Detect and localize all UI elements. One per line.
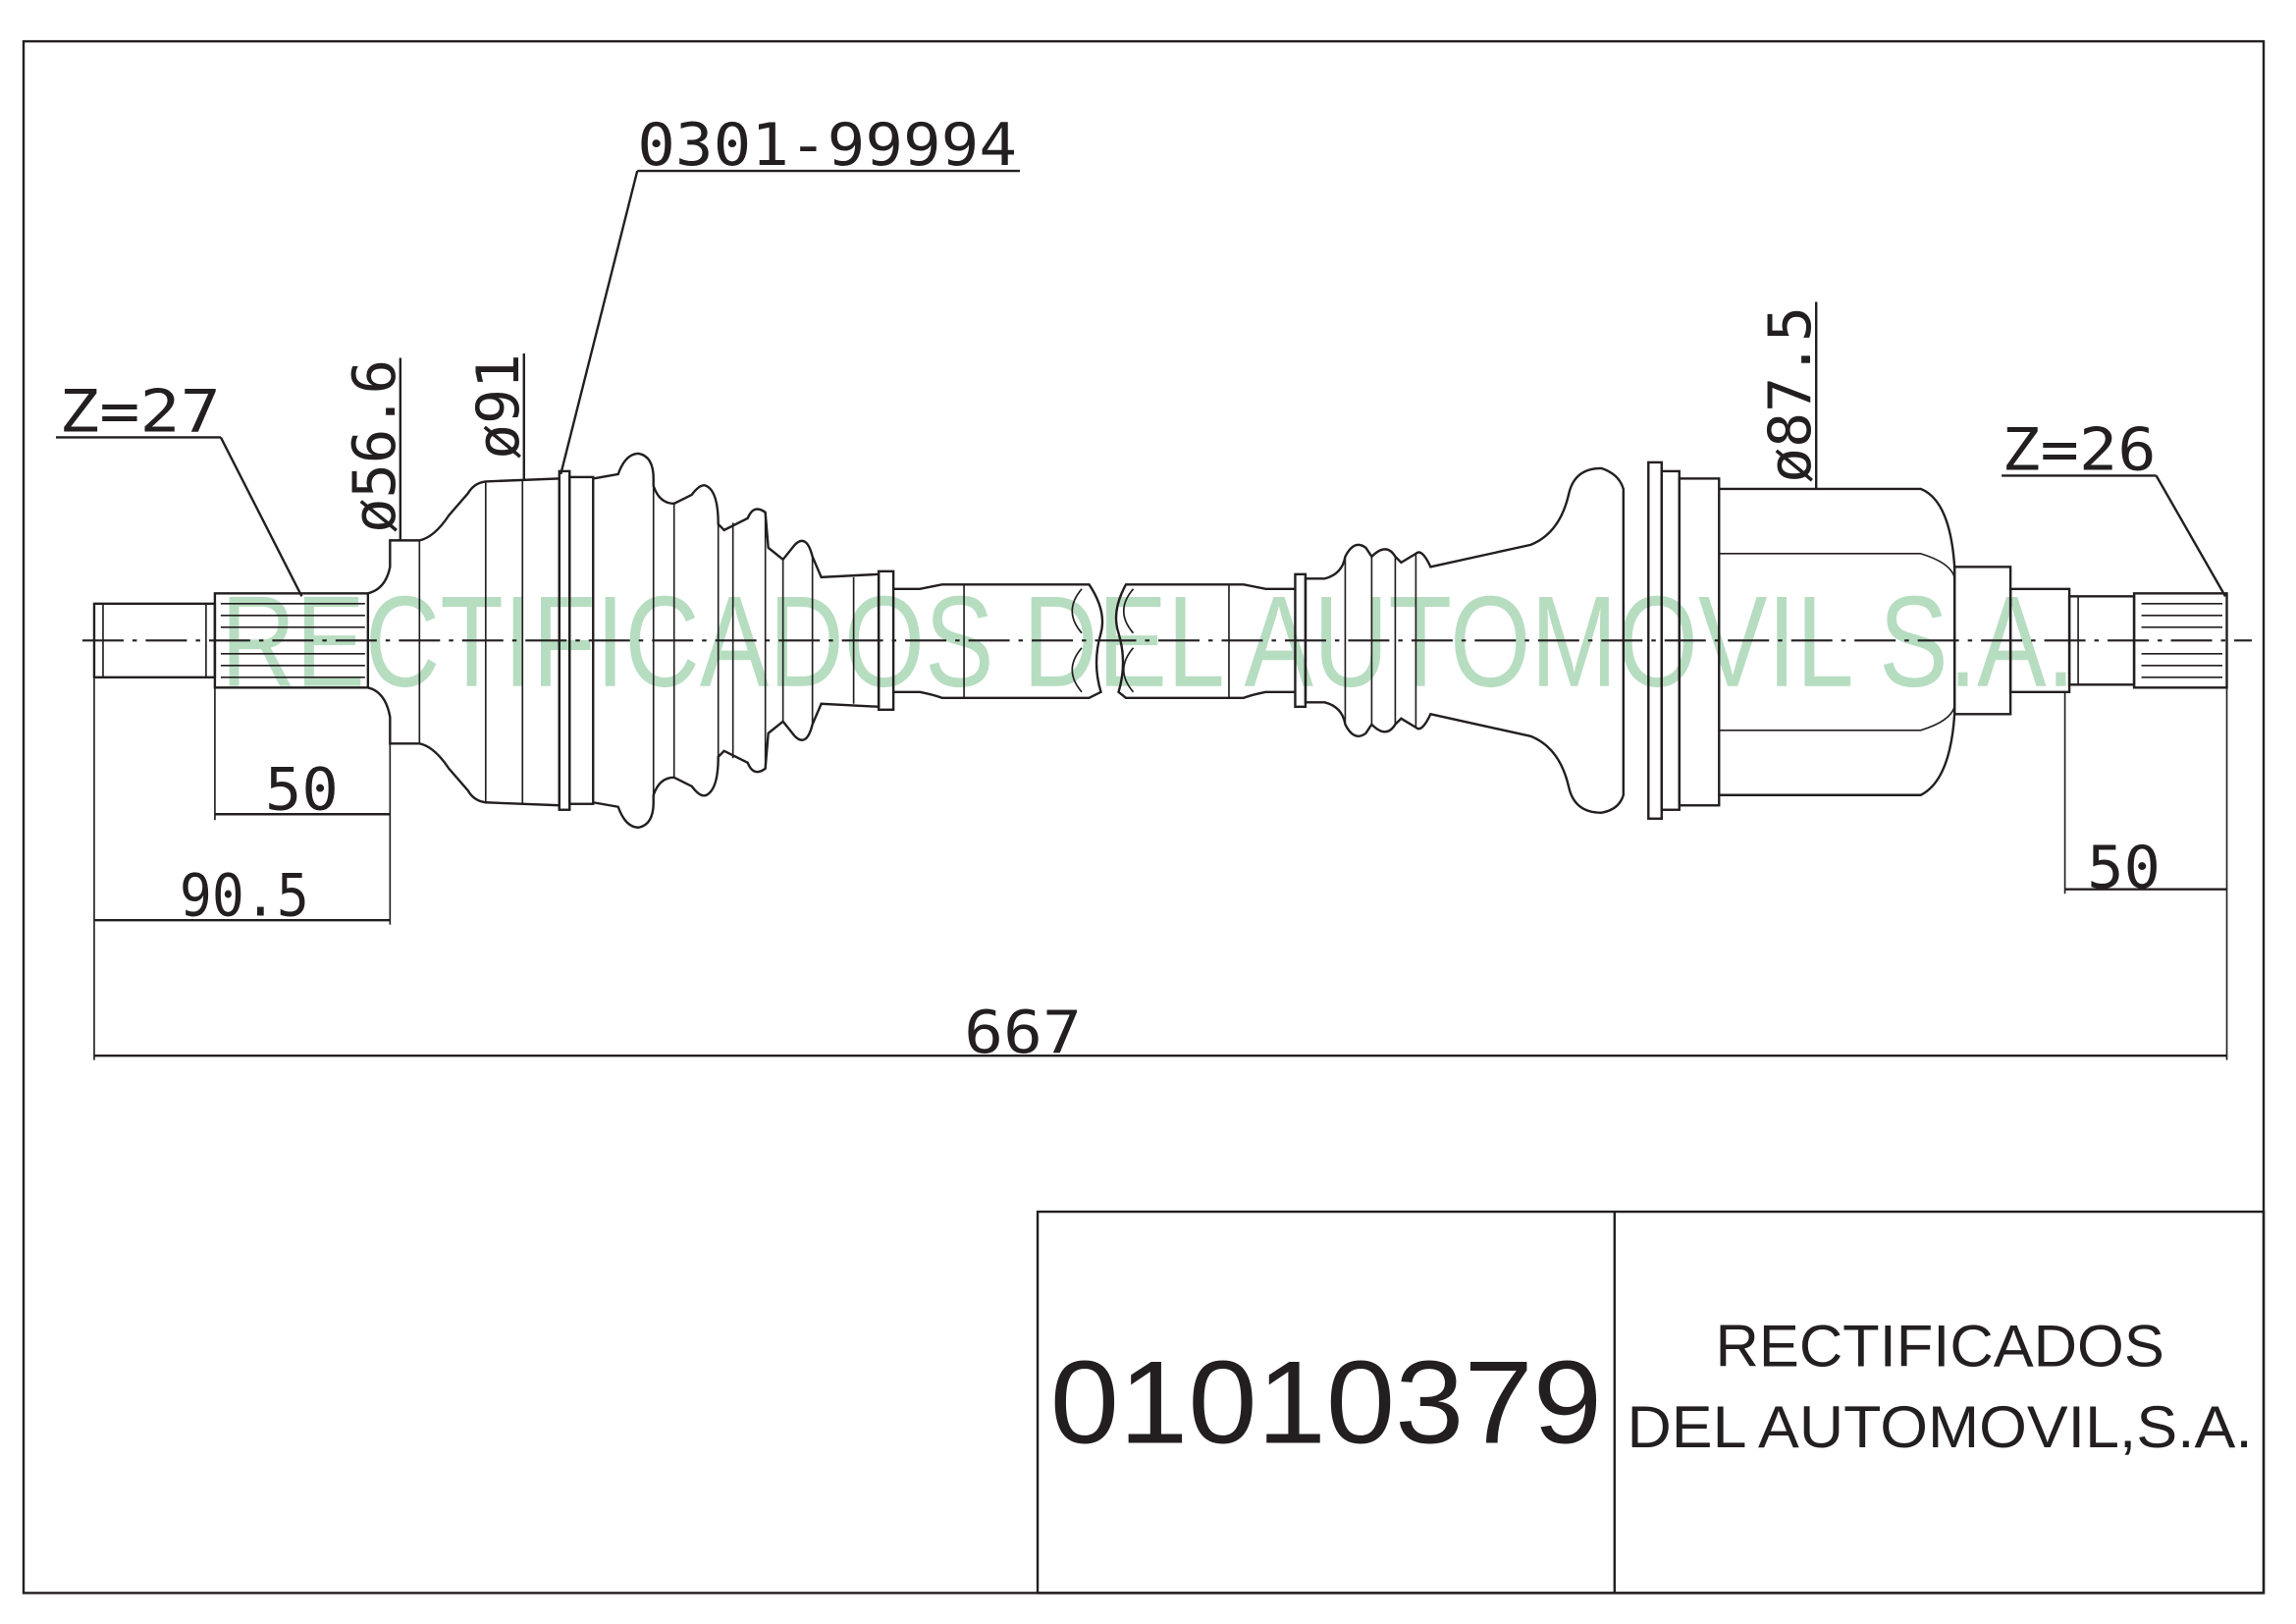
company-name-line2: DEL AUTOMOVIL,S.A. <box>1628 1394 2253 1460</box>
left-stub-length-label: 90.5 <box>180 862 309 931</box>
annotations: 0301-99994 Z=27 Z=26 ø56.6 ø91 ø87.5 50 … <box>55 111 2228 1067</box>
title-block: 01010379 RECTIFICADOS DEL AUTOMOVIL,S.A. <box>1036 1210 2266 1595</box>
right-spline-length-label: 50 <box>2087 834 2161 902</box>
diameter-87-5-label: ø87.5 <box>1756 306 1825 483</box>
overall-length-label: 667 <box>964 999 1082 1067</box>
left-teeth-label: Z=27 <box>59 377 221 446</box>
diameter-56-6-label: ø56.6 <box>341 359 409 533</box>
part-reference-label: 0301-99994 <box>637 111 1017 180</box>
right-teeth-label: Z=26 <box>2002 415 2156 484</box>
part-number: 01010379 <box>1050 1336 1602 1468</box>
left-spline-length-label: 50 <box>265 756 339 825</box>
company-name-line1: RECTIFICADOS <box>1716 1314 2164 1380</box>
diameter-91-label: ø91 <box>464 353 533 460</box>
shaft-outline <box>81 452 2253 829</box>
